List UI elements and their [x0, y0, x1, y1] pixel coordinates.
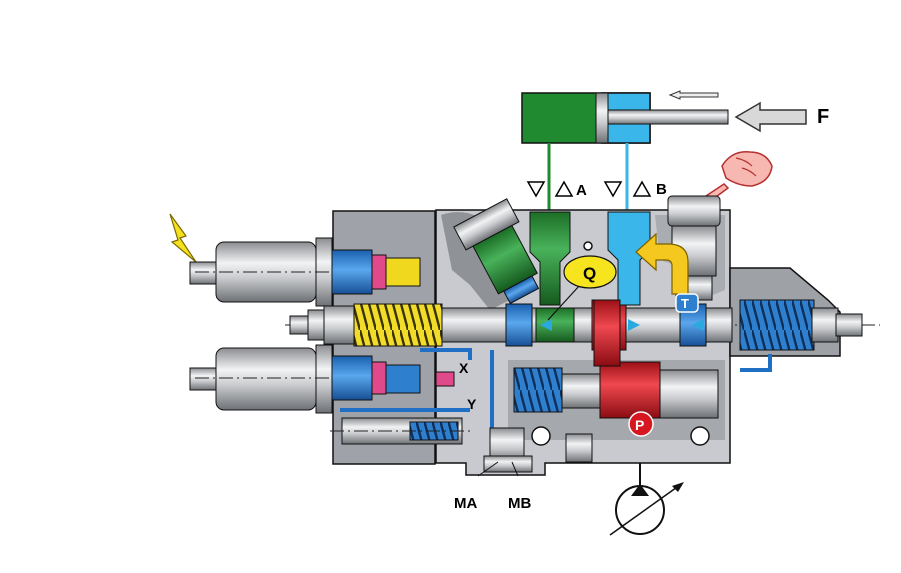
port-b-cavity — [607, 211, 651, 306]
pilot-y-label: Y — [467, 396, 477, 412]
port-a-cavity — [529, 211, 571, 306]
force-arrow-icon — [734, 101, 807, 133]
tank-t-label: T — [681, 296, 689, 311]
gauge-ma-label: MA — [454, 495, 477, 512]
pilot-x-label: X — [459, 360, 469, 376]
signal-port — [435, 371, 455, 387]
bolt-holes — [531, 241, 710, 446]
flow-q-label: Q — [583, 264, 596, 283]
main-spool — [289, 299, 863, 351]
port-a-label: A — [576, 182, 587, 199]
force-label: F — [817, 106, 829, 128]
tank-badge — [675, 293, 699, 313]
curved-arrow-icon — [635, 232, 689, 295]
check-cartridge — [453, 198, 540, 305]
variable-pump-icon — [609, 463, 684, 536]
gauge-mb-label: MB — [508, 495, 531, 512]
port-b-label: B — [656, 181, 667, 198]
pressure-p-label: P — [635, 417, 644, 433]
hand-pointer-icon — [698, 151, 773, 206]
tank-cartridge — [667, 195, 721, 301]
pressure-compensator — [513, 299, 719, 419]
plug-fitting — [565, 433, 593, 463]
pressure-badge — [628, 411, 654, 437]
solenoid-upper — [189, 237, 421, 307]
hydraulic-cylinder — [521, 90, 807, 144]
port-a-markers — [526, 180, 652, 198]
flow-callout — [547, 255, 617, 321]
lightning-icon — [169, 213, 197, 263]
gauge-fitting — [483, 427, 533, 473]
pilot-cartridge — [330, 417, 470, 445]
solenoid-lower — [189, 344, 421, 414]
